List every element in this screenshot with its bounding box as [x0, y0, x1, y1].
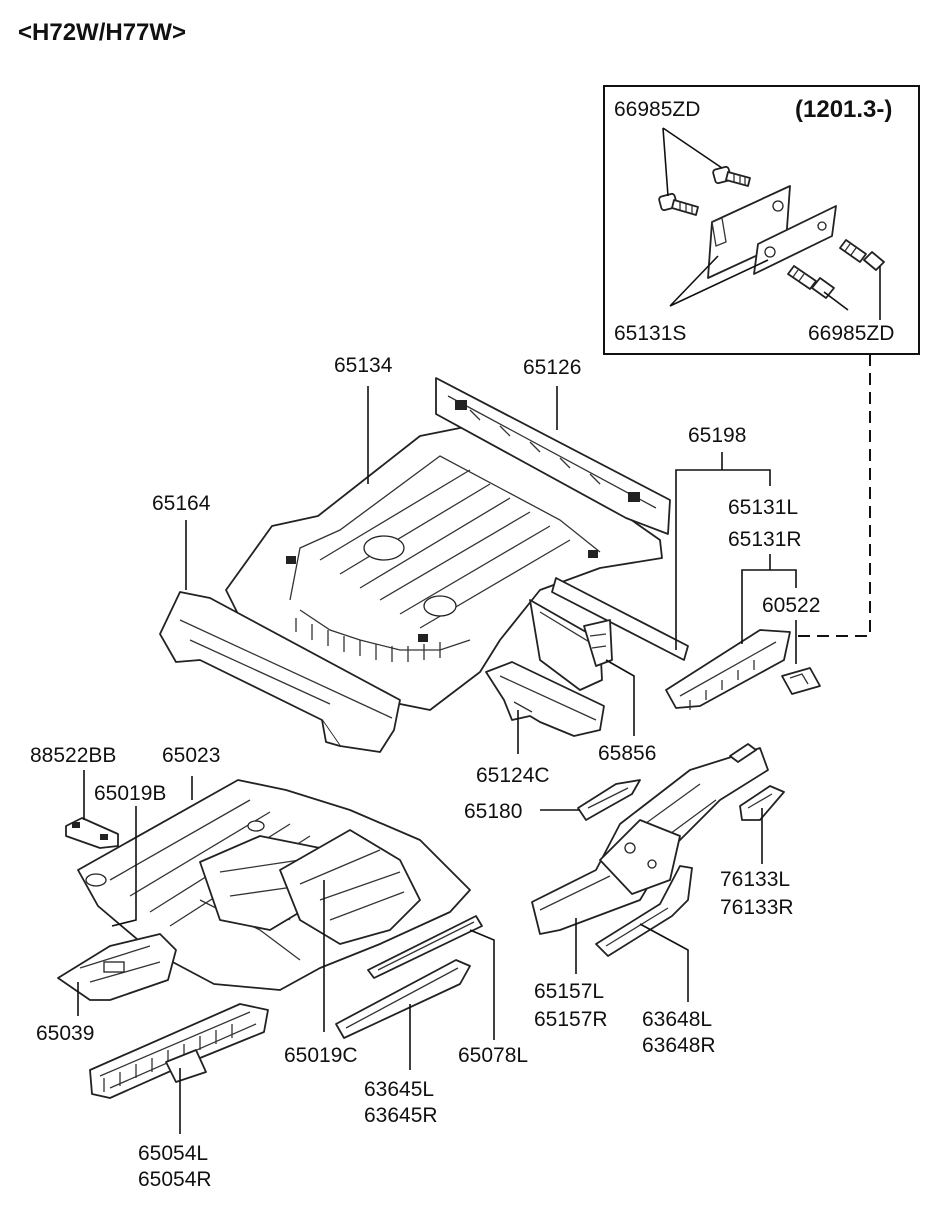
label-65157L[interactable]: 65157L — [534, 980, 604, 1003]
label-inset-bolt-bottom[interactable]: 66985ZD — [808, 322, 894, 345]
inset-box: 66985ZD (1201.3-) 65131S 66985ZD — [603, 85, 920, 355]
label-63648L[interactable]: 63648L — [642, 1008, 712, 1031]
inset-frame — [603, 85, 920, 355]
leader-65131 — [741, 554, 797, 644]
bracket-88522BB — [65, 817, 119, 849]
diagram-title: <H72W/H77W> — [18, 19, 186, 46]
side-member-65164 — [159, 591, 401, 753]
label-inset-bracket[interactable]: 65131S — [614, 322, 686, 345]
label-inset-bolt-top[interactable]: 66985ZD — [614, 98, 700, 121]
label-76133L[interactable]: 76133L — [720, 868, 790, 891]
label-65131R[interactable]: 65131R — [728, 528, 802, 551]
label-65198[interactable]: 65198 — [688, 424, 746, 447]
front-side-member-65157 — [531, 743, 769, 935]
center-member-65124C — [485, 661, 605, 737]
bracket-65856 — [583, 619, 613, 667]
label-65157R[interactable]: 65157R — [534, 1008, 608, 1031]
bolt-icon — [839, 239, 885, 271]
rear-crossmember-65126 — [435, 377, 671, 535]
inset-date-range: (1201.3-) — [795, 96, 892, 123]
label-65054L[interactable]: 65054L — [138, 1142, 208, 1165]
bracket-icon — [707, 185, 791, 279]
bracket-65180 — [577, 779, 641, 821]
front-floor-panel-65023 — [77, 779, 471, 991]
bolt-icon — [787, 265, 835, 299]
label-65131L[interactable]: 65131L — [728, 496, 798, 519]
label-65856[interactable]: 65856 — [598, 742, 656, 765]
leader-65078L — [469, 929, 495, 1040]
member-63645 — [335, 959, 471, 1039]
bolt-icon — [658, 192, 699, 216]
leader-65198 — [675, 452, 771, 650]
rear-floor-panel — [225, 425, 663, 711]
label-65126[interactable]: 65126 — [523, 356, 581, 379]
label-60522[interactable]: 60522 — [762, 594, 820, 617]
label-65164[interactable]: 65164 — [152, 492, 211, 515]
inset-link-dashed — [796, 354, 871, 637]
label-76133R[interactable]: 76133R — [720, 896, 794, 919]
rear-side-member-65131 — [665, 629, 791, 710]
sill-65054 — [89, 1003, 269, 1099]
leader-inset-bolt-bottom — [823, 266, 881, 320]
label-65019C[interactable]: 65019C — [284, 1044, 358, 1067]
label-65019B[interactable]: 65019B — [94, 782, 166, 805]
label-65124C[interactable]: 65124C — [476, 764, 550, 787]
member-63648 — [595, 865, 693, 957]
panel-65039 — [57, 933, 177, 1001]
leader-inset-bolt-top — [662, 127, 723, 197]
bracket-76133 — [739, 785, 785, 821]
bracket-60522 — [781, 667, 821, 695]
label-65180[interactable]: 65180 — [464, 800, 522, 823]
bracket-icon — [753, 205, 837, 275]
label-65023[interactable]: 65023 — [162, 744, 220, 767]
leader-inset-bracket — [669, 255, 769, 307]
label-65054R[interactable]: 65054R — [138, 1168, 212, 1191]
label-65078L[interactable]: 65078L — [458, 1044, 528, 1067]
label-63645R[interactable]: 63645R — [364, 1104, 438, 1127]
leader-65856 — [605, 659, 635, 736]
leader-65019B — [111, 806, 137, 927]
label-63648R[interactable]: 63648R — [642, 1034, 716, 1057]
leader-63648 — [639, 923, 689, 1002]
member-65078L — [367, 915, 483, 979]
bolt-icon — [712, 165, 751, 187]
label-88522BB[interactable]: 88522BB — [30, 744, 116, 767]
label-65039[interactable]: 65039 — [36, 1022, 94, 1045]
label-65134[interactable]: 65134 — [334, 354, 393, 377]
label-63645L[interactable]: 63645L — [364, 1078, 434, 1101]
